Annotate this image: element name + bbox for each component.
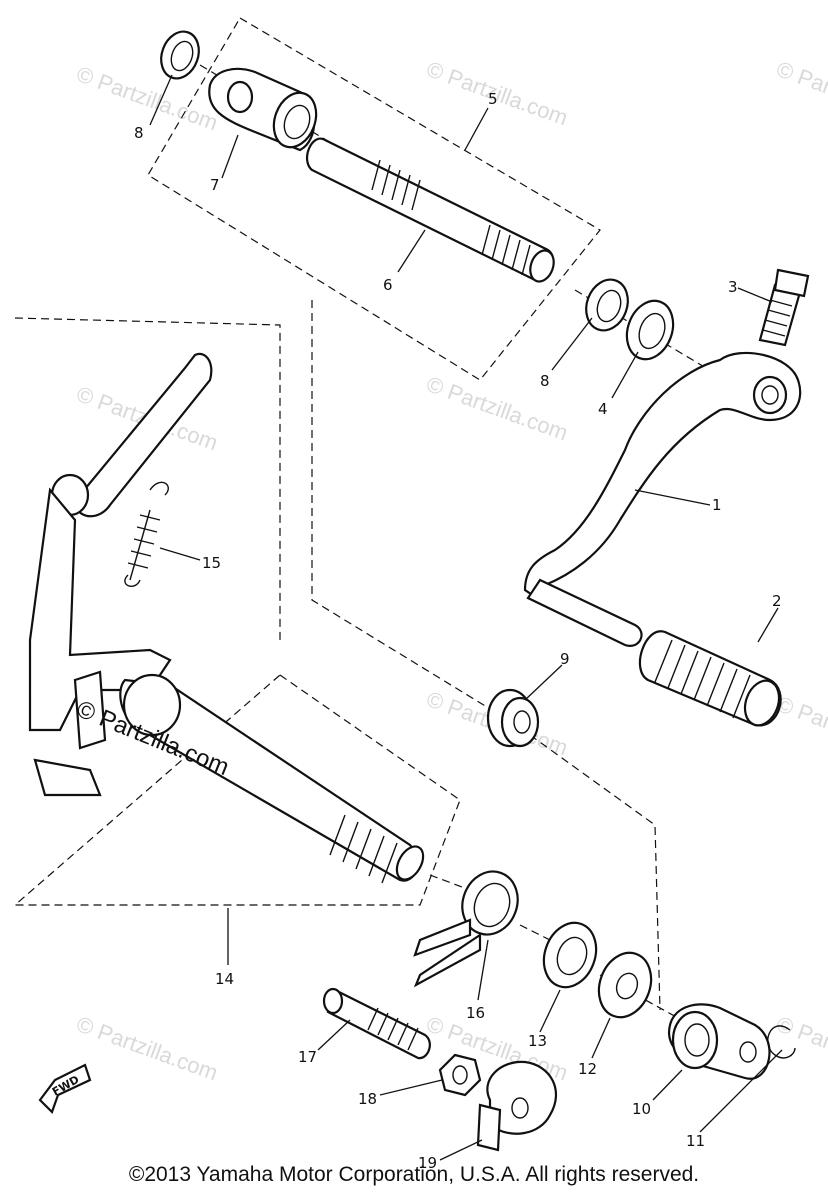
circlip-part-11 xyxy=(767,1025,796,1059)
oil-seal-part-13 xyxy=(542,921,598,989)
rubber-peg-part-2 xyxy=(638,630,782,727)
spring-part-15 xyxy=(124,481,169,588)
callout-16: 16 xyxy=(466,1004,485,1022)
washer-part-8-top xyxy=(160,30,200,80)
callout-10: 10 xyxy=(632,1100,651,1118)
washer-part-12 xyxy=(597,951,653,1019)
shift-shaft-group-outline-14 xyxy=(13,317,461,906)
callout-8-lower: 8 xyxy=(540,372,550,390)
callout-14: 14 xyxy=(215,970,234,988)
callout-11: 11 xyxy=(686,1132,705,1150)
callout-15: 15 xyxy=(202,554,221,572)
callout-17: 17 xyxy=(298,1048,317,1066)
forward-arrow-icon: FWD xyxy=(38,1063,92,1115)
callout-6: 6 xyxy=(383,276,393,294)
callout-5: 5 xyxy=(488,90,498,108)
watermark: © Partzilla.com xyxy=(73,1011,221,1085)
callout-13: 13 xyxy=(528,1032,547,1050)
callout-7: 7 xyxy=(210,176,220,194)
alignment-line xyxy=(311,300,501,716)
bolt-part-3 xyxy=(758,268,810,347)
copyright-notice: ©2013 Yamaha Motor Corporation, U.S.A. A… xyxy=(128,1163,700,1186)
shift-shaft-part-14 xyxy=(28,352,425,884)
watermark: © Partzilla.com xyxy=(773,1011,828,1085)
shaft-part-6 xyxy=(306,137,555,283)
callout-9: 9 xyxy=(560,650,570,668)
callout-18: 18 xyxy=(358,1090,377,1108)
washer-part-8-lower xyxy=(585,278,629,332)
oil-seal-part-4 xyxy=(625,299,675,361)
plate-part-19 xyxy=(476,1060,558,1152)
callouts: 8 7 5 6 8 4 3 1 2 9 15 14 16 13 12 10 11… xyxy=(134,90,782,1172)
callout-3: 3 xyxy=(728,278,738,296)
stopper-bolt-part-17 xyxy=(322,987,431,1060)
callout-19: 19 xyxy=(418,1154,437,1172)
callout-8-top: 8 xyxy=(134,124,144,142)
grommet-part-9 xyxy=(486,688,540,748)
shift-lever-part-1 xyxy=(523,351,802,647)
watermark: © Partzilla.com xyxy=(773,56,828,130)
callout-12: 12 xyxy=(578,1060,597,1078)
nut-part-18 xyxy=(438,1053,482,1097)
shaft-group-outline-5 xyxy=(147,17,601,381)
callout-1: 1 xyxy=(712,496,722,514)
return-spring-part-16 xyxy=(413,870,519,988)
leader-lines xyxy=(149,74,783,1161)
shift-arm-part-7 xyxy=(208,67,318,152)
alignment-line-lower xyxy=(529,734,661,1011)
callout-2: 2 xyxy=(772,592,782,610)
callout-4: 4 xyxy=(598,400,608,418)
shift-arm-part-10 xyxy=(667,1003,771,1080)
watermark: © Partzilla.com xyxy=(73,61,221,135)
